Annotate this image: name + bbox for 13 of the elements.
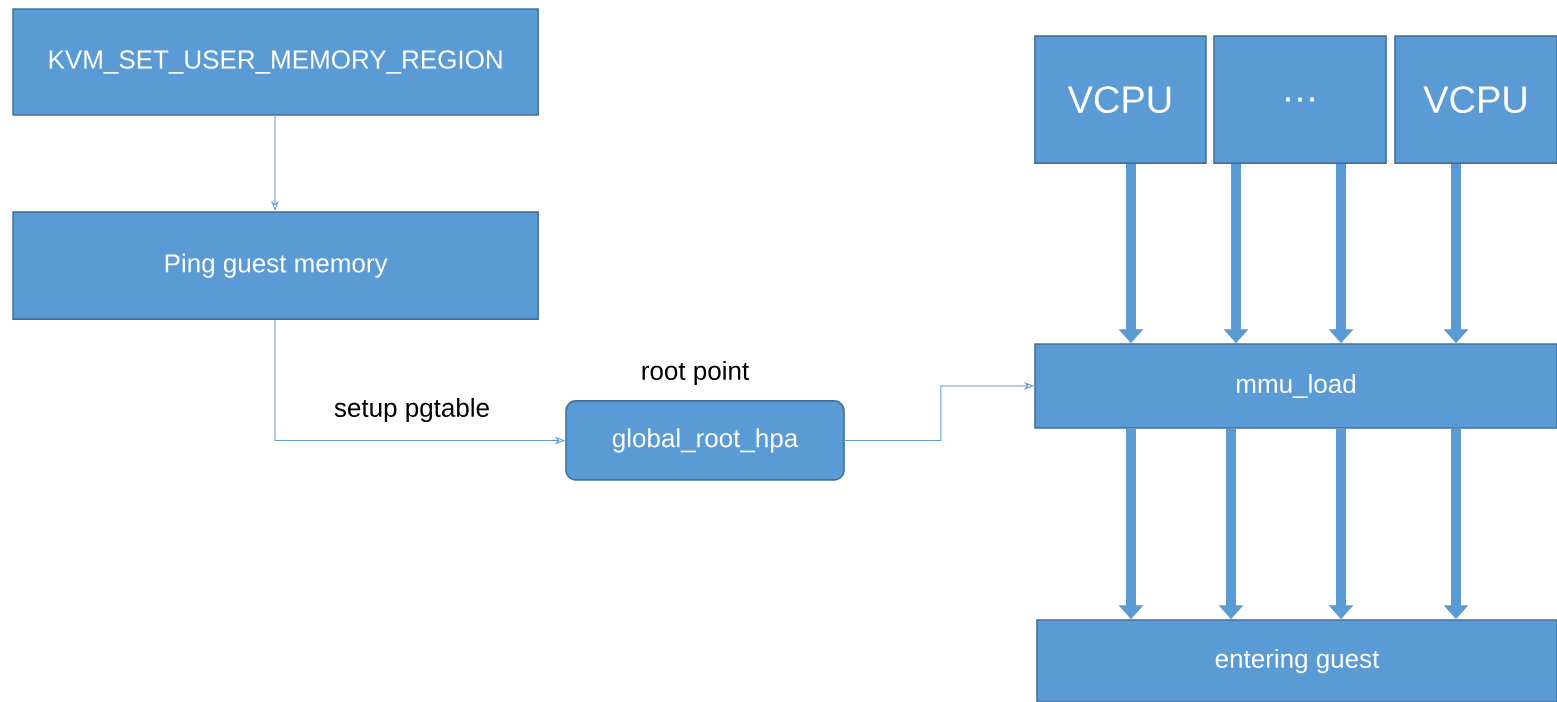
process-box: VCPU — [1034, 35, 1207, 164]
process-box: … — [1213, 35, 1387, 164]
arrow — [844, 382, 1034, 441]
process-box: KVM_SET_USER_MEMORY_REGION — [12, 8, 539, 116]
edge-label: setup pgtable — [331, 395, 493, 425]
node-caption: root point — [642, 360, 749, 386]
process-box: entering guest — [1036, 619, 1557, 702]
rounded-box: global_root_hpa — [565, 400, 845, 481]
process-box: VCPU — [1394, 35, 1557, 164]
arrow — [271, 115, 279, 211]
process-box: Ping guest memory — [12, 211, 539, 320]
process-box: mmu_load — [1034, 343, 1557, 429]
arrow — [274, 319, 565, 444]
